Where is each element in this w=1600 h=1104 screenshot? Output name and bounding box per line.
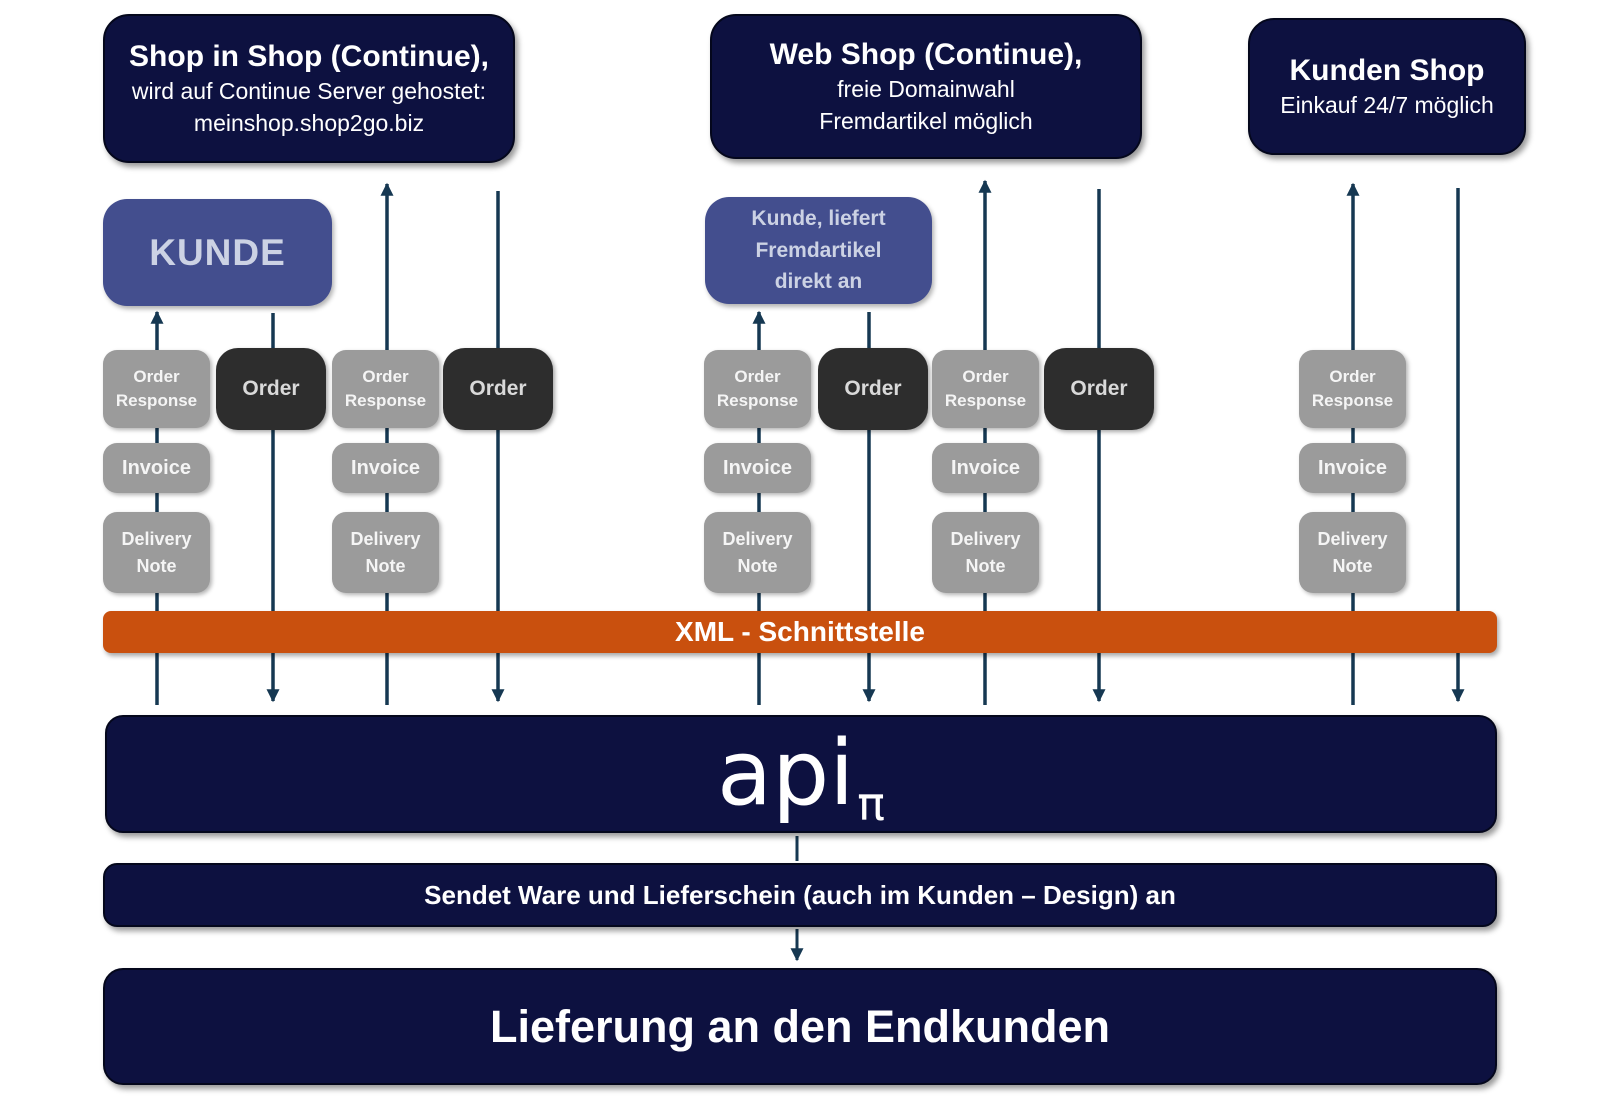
- xml-interface-label: XML - Schnittstelle: [675, 616, 925, 647]
- web-shop-title: Web Shop (Continue),: [769, 38, 1083, 72]
- kunden-shop-box: Kunden Shop Einkauf 24/7 möglich: [1248, 18, 1526, 155]
- doc-delivery-note: Delivery Note: [103, 512, 210, 593]
- doc-order-response: Order Response: [704, 350, 811, 428]
- doc-delivery-note: Delivery Note: [704, 512, 811, 593]
- web-shop-box: Web Shop (Continue), freie Domainwahl Fr…: [710, 14, 1142, 159]
- doc-invoice: Invoice: [704, 443, 811, 493]
- delivery-endcustomer-label: Lieferung an den Endkunden: [489, 1000, 1111, 1052]
- shop-in-shop-line2: meinshop.shop2go.biz: [193, 110, 425, 136]
- doc-order-response: Order Response: [332, 350, 439, 428]
- web-shop-line2: Fremdartikel möglich: [819, 108, 1033, 134]
- doc-order-response: Order Response: [932, 350, 1039, 428]
- shop-in-shop-box: Shop in Shop (Continue), wird auf Contin…: [103, 14, 515, 163]
- doc-order-response: Order Response: [1299, 350, 1406, 428]
- doc-invoice: Invoice: [1299, 443, 1406, 493]
- kunden-shop-line1: Einkauf 24/7 möglich: [1280, 92, 1494, 119]
- kunden-shop-title: Kunden Shop: [1289, 54, 1485, 88]
- shop-in-shop-line1: wird auf Continue Server gehostet:: [131, 78, 487, 105]
- doc-order: Order: [443, 348, 553, 430]
- delivery-endcustomer-bar: Lieferung an den Endkunden: [103, 968, 1497, 1085]
- api-box: api π: [105, 715, 1497, 833]
- send-ware-label: Sendet Ware und Lieferschein (auch im Ku…: [424, 879, 1176, 910]
- kunde-liefert-box: Kunde, liefert Fremdartikel direkt an: [705, 197, 932, 304]
- doc-delivery-note: Delivery Note: [1299, 512, 1406, 593]
- doc-order: Order: [818, 348, 928, 430]
- web-shop-line1: freie Domainwahl: [837, 76, 1015, 103]
- doc-invoice: Invoice: [103, 443, 210, 493]
- doc-delivery-note: Delivery Note: [332, 512, 439, 593]
- api-logo-pi-subscript: π: [857, 777, 885, 831]
- kunde-liefert-line1: Kunde, liefert: [751, 207, 886, 231]
- doc-invoice: Invoice: [932, 443, 1039, 493]
- api-logo: api: [717, 721, 855, 826]
- kunde-liefert-line2: Fremdartikel: [755, 238, 882, 262]
- doc-invoice: Invoice: [332, 443, 439, 493]
- doc-order-response: Order Response: [103, 350, 210, 428]
- kunde-liefert-line3: direkt an: [774, 270, 863, 294]
- kunde-box: KUNDE: [103, 199, 332, 306]
- doc-order: Order: [1044, 348, 1154, 430]
- shop-in-shop-title: Shop in Shop (Continue),: [129, 40, 489, 74]
- doc-delivery-note: Delivery Note: [932, 512, 1039, 593]
- doc-order: Order: [216, 348, 326, 430]
- xml-interface-bar: XML - Schnittstelle: [103, 611, 1497, 653]
- send-ware-bar: Sendet Ware und Lieferschein (auch im Ku…: [103, 863, 1497, 927]
- kunde-label: KUNDE: [149, 231, 286, 273]
